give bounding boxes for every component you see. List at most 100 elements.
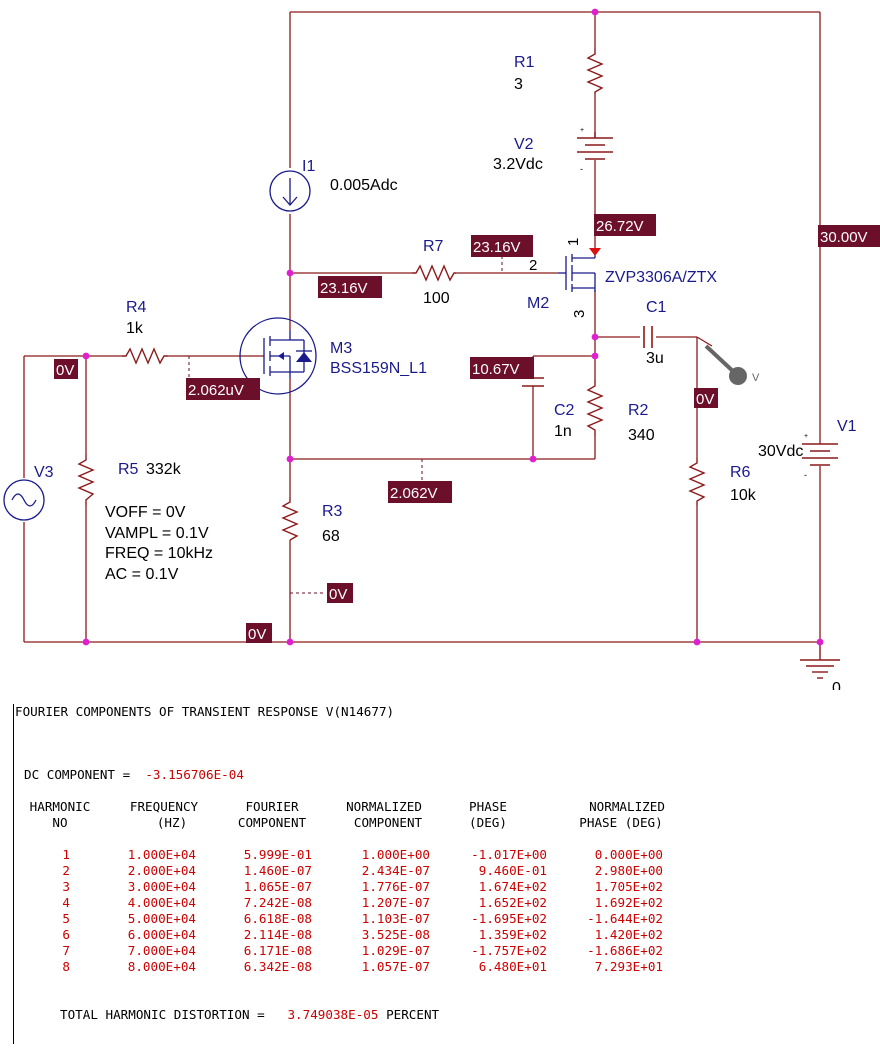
v3-ref: V3 [34, 464, 54, 481]
cell-normalized-phase: -1.686E+02 [587, 943, 663, 958]
m2-pin3: 3 [571, 310, 588, 318]
cell-normalized-component: 2.434E-07 [361, 863, 430, 878]
header-harmonic-no: NO [52, 815, 68, 830]
cell-normalized-phase: -1.644E+02 [587, 911, 663, 926]
cell-phase: 6.480E+01 [478, 959, 547, 974]
m2-pmos-symbol [558, 248, 596, 292]
cell-phase: 1.674E+02 [478, 879, 547, 894]
cell-harmonic-no: 2 [62, 863, 70, 878]
cell-phase: -1.017E+00 [471, 847, 547, 862]
cell-phase: 9.460E-01 [478, 863, 547, 878]
cell-frequency: 5.000E+04 [127, 911, 196, 926]
cell-fourier-component: 1.460E-07 [243, 863, 312, 878]
voltage-badges [54, 214, 880, 643]
header-normalized-phase: NORMALIZED [589, 799, 665, 814]
cell-fourier-component: 6.342E-08 [243, 959, 312, 974]
dc-component-row: DC COMPONENT = -3.156706E-04 [24, 767, 244, 783]
v2-ref: V2 [514, 136, 534, 153]
dc-label: DC COMPONENT = [24, 767, 131, 782]
resistor-symbols [77, 48, 706, 541]
v3-vampl: VAMPL = 0.1V [105, 525, 209, 542]
r2-value: 340 [628, 427, 655, 444]
r4-value: 1k [126, 320, 144, 337]
thd-label: TOTAL HARMONIC DISTORTION = [60, 1007, 265, 1022]
v3-sine-source-symbol [3, 479, 45, 521]
cell-normalized-phase: 1.692E+02 [594, 895, 663, 910]
r5-value: 332k [146, 461, 182, 478]
c2-capacitor-symbol [522, 377, 544, 387]
header-harmonic: HARMONIC [29, 799, 91, 814]
r3-value: 68 [322, 528, 340, 545]
cell-harmonic-no: 3 [62, 879, 70, 894]
r3-ref: R3 [322, 503, 343, 520]
r1-symbol [586, 48, 604, 94]
voltage-ground: 0V [248, 626, 266, 643]
cell-fourier-component: 2.114E-08 [243, 927, 312, 942]
cell-normalized-component: 1.057E-07 [361, 959, 430, 974]
r2-symbol [586, 380, 604, 436]
voltage-v1-top: 30.00V [820, 229, 868, 246]
voltage-m3-source: 2.062V [390, 485, 438, 502]
cell-fourier-component: 6.618E-08 [243, 911, 312, 926]
cell-frequency: 3.000E+04 [127, 879, 196, 894]
i1-value: 0.005Adc [330, 177, 398, 194]
probe-label: V [752, 372, 760, 384]
cell-normalized-phase: 1.420E+02 [594, 927, 663, 942]
cell-phase: -1.695E+02 [471, 911, 547, 926]
i1-ref: I1 [302, 158, 315, 175]
v1-ref: V1 [837, 418, 857, 435]
r6-ref: R6 [730, 464, 751, 481]
r1-value: 3 [514, 76, 523, 93]
v1-battery-symbol [802, 443, 838, 466]
cell-frequency: 8.000E+04 [127, 959, 196, 974]
output-title: FOURIER COMPONENTS OF TRANSIENT RESPONSE… [15, 704, 395, 719]
voltage-m2-source: 26.72V [596, 218, 644, 235]
voltage-r7-left: 23.16V [320, 280, 368, 297]
m2-pin1: 1 [565, 238, 582, 246]
c1-capacitor-symbol [643, 326, 653, 348]
v2-battery-symbol [577, 132, 613, 160]
voltage-m2-gate: 23.16V [473, 239, 521, 256]
c1-value: 3u [646, 350, 664, 367]
m3-body-diode-icon [296, 352, 312, 362]
c2-ref: C2 [554, 402, 575, 419]
cell-normalized-phase: 2.980E+00 [594, 863, 663, 878]
cell-normalized-component: 3.525E-08 [361, 927, 430, 942]
header-fourier: FOURIER [245, 799, 299, 814]
cell-phase: 1.652E+02 [478, 895, 547, 910]
cell-fourier-component: 5.999E-01 [243, 847, 312, 862]
r3-symbol [281, 497, 299, 541]
junction-dots [82, 8, 824, 646]
cell-fourier-component: 7.242E-08 [243, 895, 312, 910]
cell-normalized-component: 1.000E+00 [361, 847, 430, 862]
cell-normalized-component: 1.029E-07 [361, 943, 430, 958]
c2-value: 1n [554, 423, 572, 440]
voltage-m2-drain: 10.67V [472, 361, 520, 378]
header-fourier-component: COMPONENT [237, 815, 307, 830]
cell-normalized-phase: 7.293E+01 [594, 959, 663, 974]
r5-symbol [77, 455, 95, 505]
cell-normalized-component: 1.776E-07 [361, 879, 430, 894]
cell-harmonic-no: 5 [62, 911, 70, 926]
cell-harmonic-no: 1 [62, 847, 70, 862]
v1-plus: + [804, 433, 808, 440]
circuit-schematic: + - + - [3, 8, 880, 690]
v1-value: 30Vdc [758, 443, 803, 460]
voltage-c1-out: 0V [696, 391, 714, 408]
v2-plus: + [580, 127, 584, 134]
output-left-border [13, 704, 14, 1044]
cell-fourier-component: 6.171E-08 [243, 943, 312, 958]
r6-symbol [688, 458, 706, 505]
r4-ref: R4 [126, 299, 147, 316]
dc-value: -3.156706E-04 [145, 767, 244, 782]
v3-voff: VOFF = 0V [105, 504, 186, 521]
voltage-probe-icon[interactable] [696, 336, 747, 385]
m3-nmos-symbol [239, 317, 317, 395]
v1-minus: - [804, 470, 807, 480]
